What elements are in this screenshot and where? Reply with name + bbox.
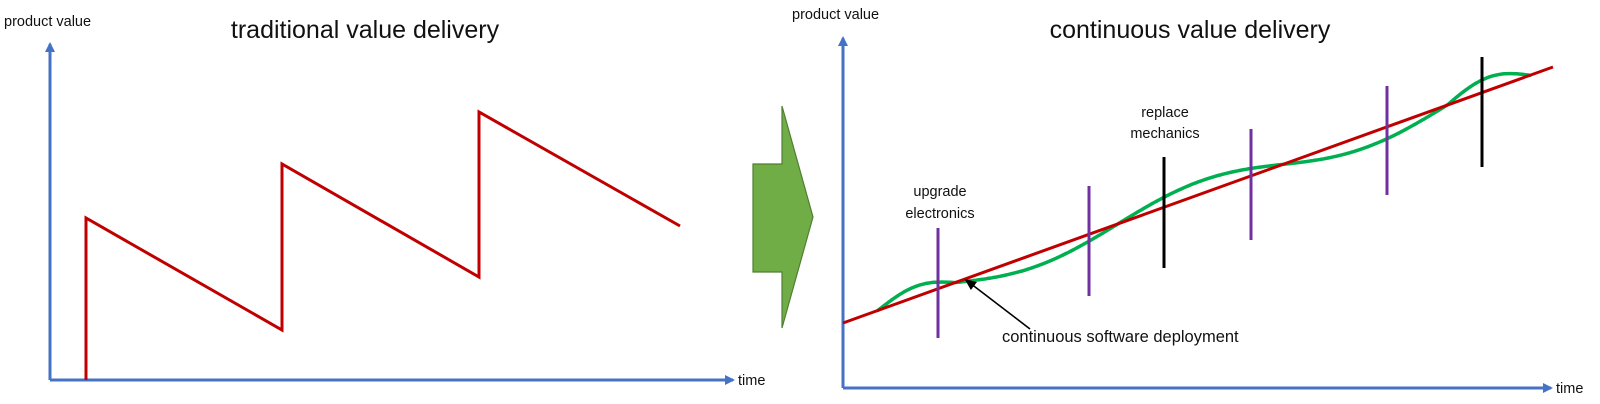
replace-mechanics-label-line1: replace	[1141, 105, 1189, 121]
replace-mechanics-label-line2: mechanics	[1130, 126, 1199, 142]
left-y-axis-label: product value	[4, 14, 91, 30]
right-y-axis-label: product value	[792, 7, 879, 23]
continuous-software-deployment-label: continuous software deployment	[1002, 328, 1239, 346]
left-x-axis-label: time	[738, 373, 765, 389]
software-deployment-wave	[876, 71, 1532, 313]
right-panel-title: continuous value delivery	[1050, 16, 1331, 44]
upgrade-electronics-label-line1: upgrade	[913, 184, 966, 200]
transition-arrow-shape	[752, 105, 814, 329]
right-panel: continuous value delivery product value …	[792, 7, 1583, 397]
left-panel-title: traditional value delivery	[231, 16, 500, 44]
deployment-pointer-arrow	[964, 278, 1031, 330]
left-panel: traditional value delivery product value…	[4, 14, 765, 389]
right-x-axis-label: time	[1556, 381, 1583, 397]
upgrade-electronics-label-line2: electronics	[905, 206, 974, 222]
continuous-value-trend-line	[842, 65, 1554, 325]
traditional-value-sawtooth-line	[84, 109, 681, 380]
